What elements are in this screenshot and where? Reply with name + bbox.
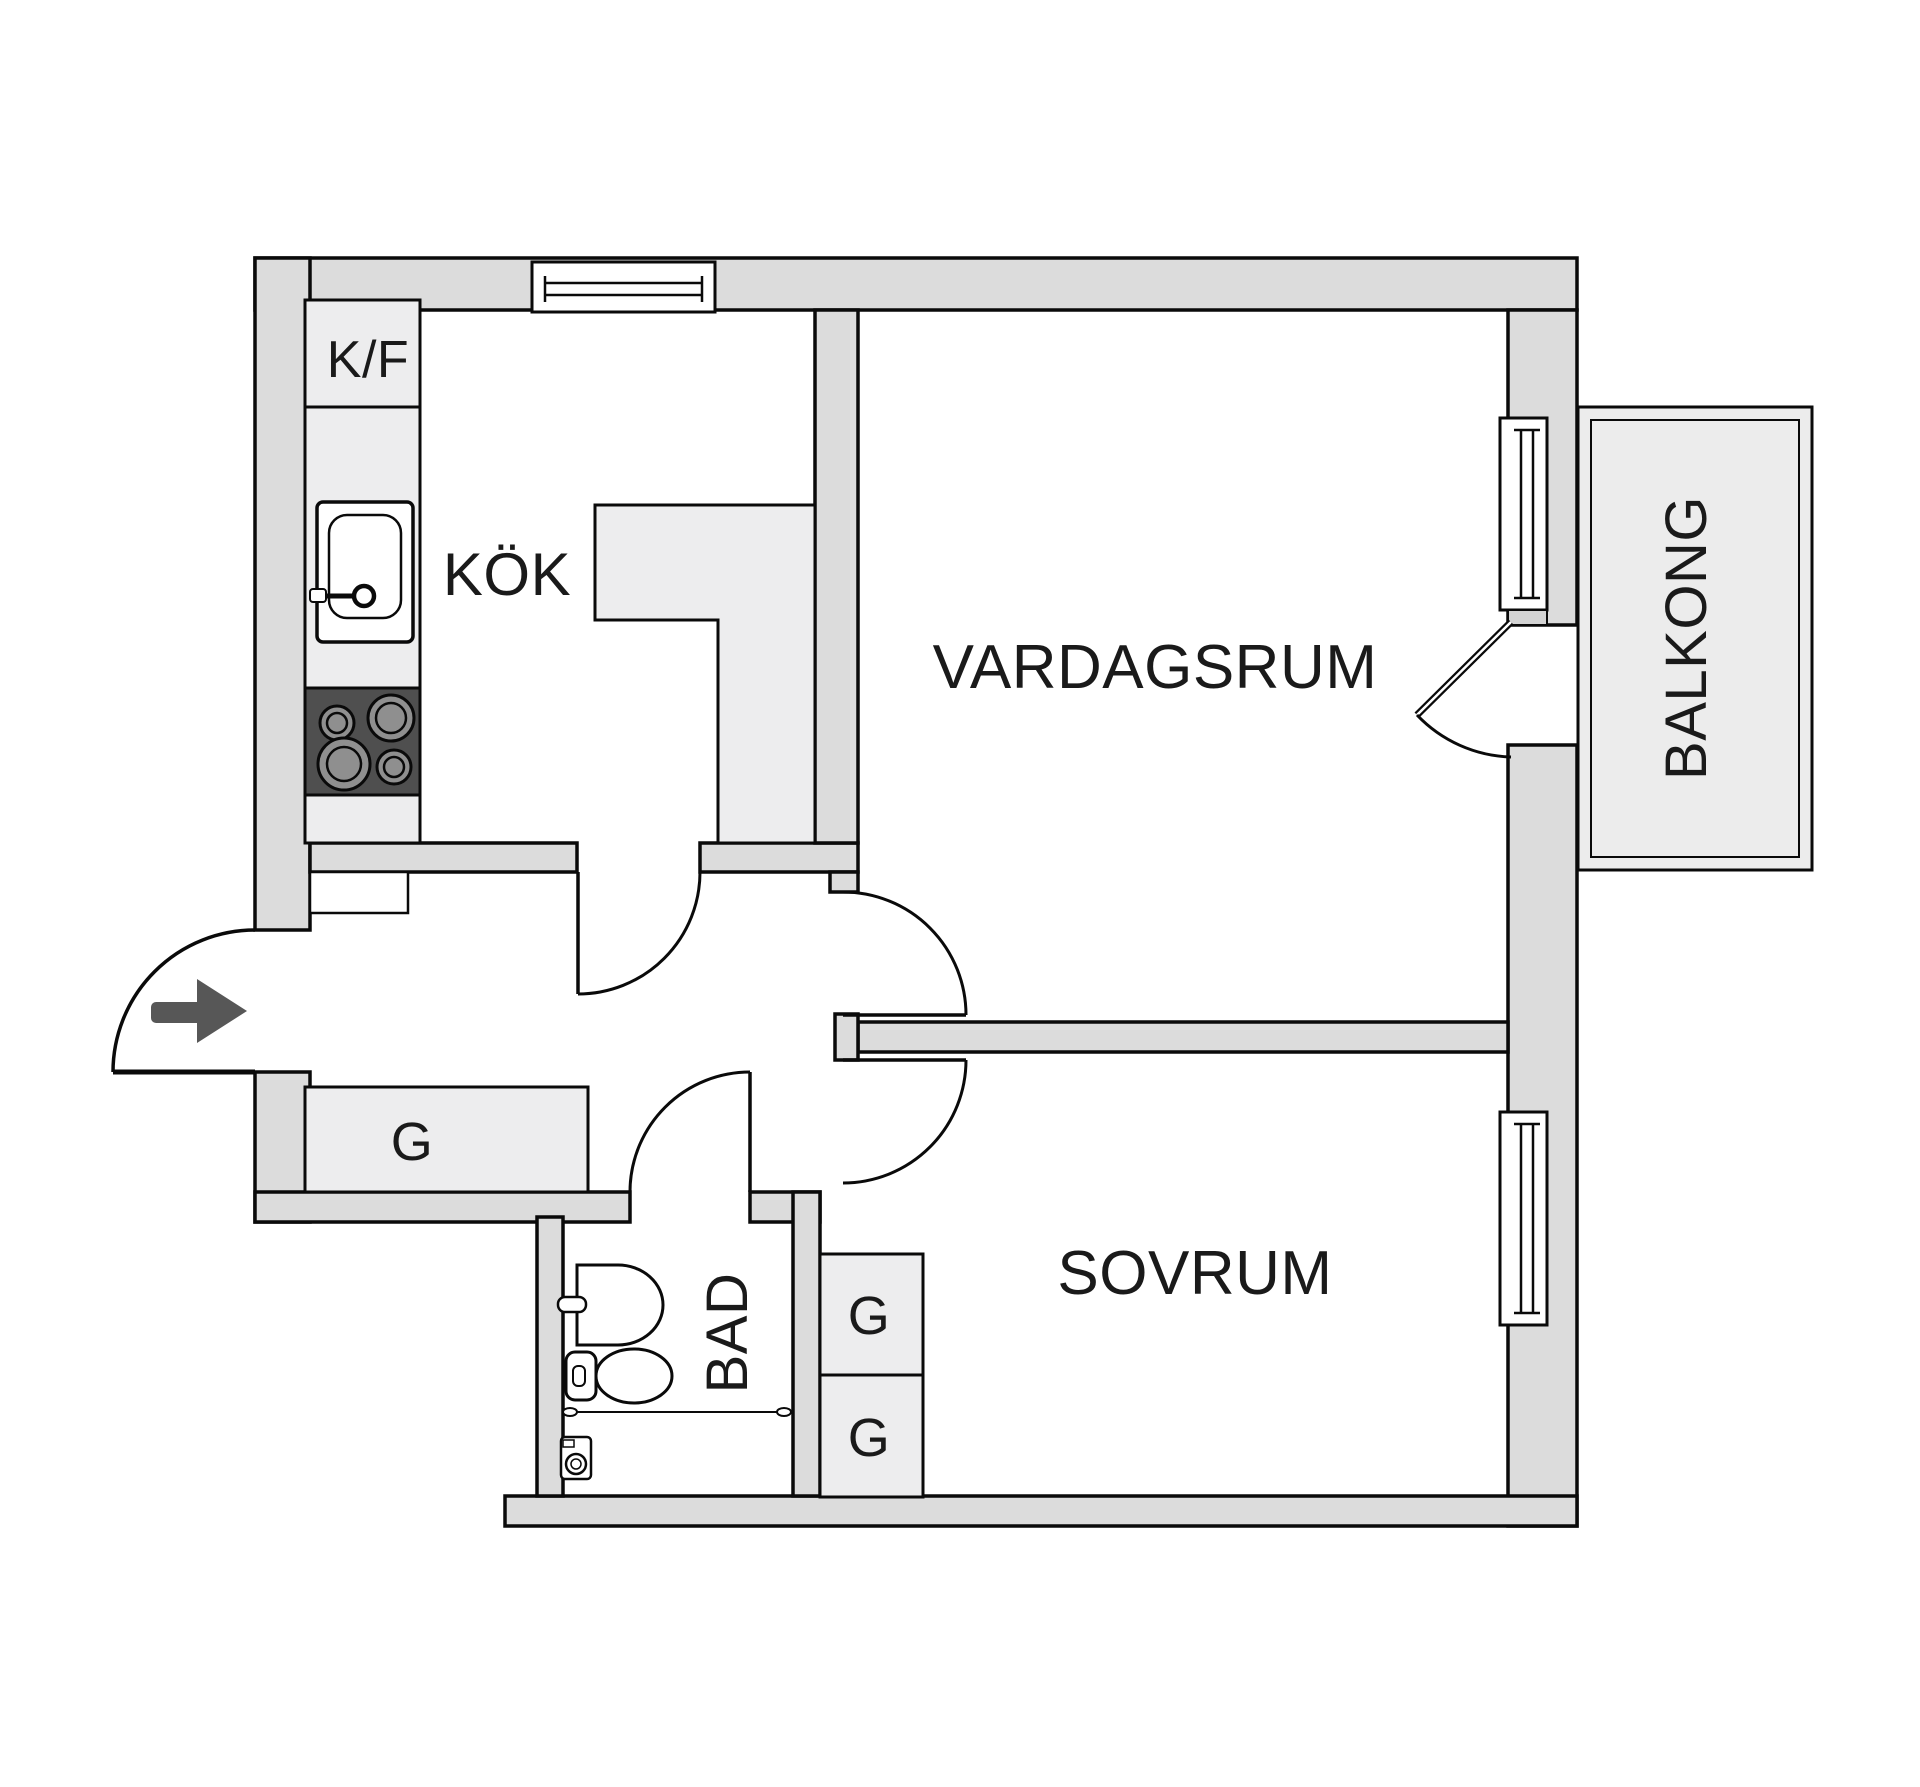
wall-bottom <box>503 1494 1579 1528</box>
bedroom-wardrobe-box-bottom <box>818 1373 925 1499</box>
wall-kitchen-south-right <box>698 841 860 874</box>
bedroom-wardrobe-box-top <box>818 1252 925 1377</box>
wall-bathroom-east <box>791 1190 822 1498</box>
wall-divider-end-cap <box>833 1012 860 1062</box>
toilet-icon <box>564 1347 674 1405</box>
wall-kitchen-south-stub <box>828 870 860 894</box>
label-bathroom: BAD <box>695 1273 760 1394</box>
balcony-door <box>1414 619 1514 759</box>
label-living-room: VARDAGSRUM <box>933 633 1378 702</box>
wall-top <box>253 256 1579 312</box>
wall-kitchen-living-divider <box>813 308 860 845</box>
label-fridge-freezer: K/F <box>327 331 409 389</box>
living-room-door <box>842 890 968 1017</box>
kitchen-sink-icon <box>309 500 415 644</box>
wall-bathroom-west <box>535 1215 565 1498</box>
wall-kitchen-south-left <box>308 841 579 874</box>
shower-curtain-line <box>562 1407 792 1417</box>
wash-basin-icon <box>556 1263 665 1347</box>
entry-door <box>111 928 256 1075</box>
kitchen-fixtures <box>303 298 817 845</box>
kitchen-counter-peninsula <box>593 503 817 845</box>
label-bedroom: SOVRUM <box>1057 1239 1332 1308</box>
wall-left-upper <box>253 256 312 932</box>
windows <box>530 260 1549 1327</box>
stove-icon <box>303 686 422 797</box>
labels: K/F KÖK VARDAGSRUM SOVRUM BALKONG BAD G … <box>327 331 1719 1468</box>
balcony-window <box>1498 416 1549 626</box>
washing-machine-icon <box>559 1435 593 1481</box>
kitchen-window <box>530 260 717 314</box>
bathroom-fixtures <box>556 1263 792 1481</box>
kitchen-door <box>576 871 702 996</box>
label-balcony: BALKONG <box>1654 496 1719 780</box>
label-bedroom-wardrobe-bottom: G <box>848 1408 891 1468</box>
balcony-outer <box>1576 405 1814 872</box>
label-bedroom-wardrobe-top: G <box>848 1286 891 1346</box>
wall-hall-south-left <box>253 1190 632 1224</box>
label-hall-wardrobe: G <box>391 1112 434 1172</box>
hall-niche <box>308 870 410 915</box>
entry-arrow-icon <box>151 979 247 1043</box>
balcony-inner-rail <box>1590 419 1800 858</box>
balcony-deck <box>1576 405 1814 872</box>
closets <box>303 1085 925 1499</box>
doors <box>111 619 1514 1193</box>
bedroom-window <box>1498 1110 1549 1327</box>
hall-wardrobe-box <box>303 1085 590 1194</box>
label-kitchen: KÖK <box>443 541 571 608</box>
balcony-door-sill <box>1507 609 1548 626</box>
bathroom-door <box>628 1070 752 1193</box>
bedroom-door <box>842 1058 968 1185</box>
wall-living-bedroom-divider <box>856 1020 1510 1054</box>
